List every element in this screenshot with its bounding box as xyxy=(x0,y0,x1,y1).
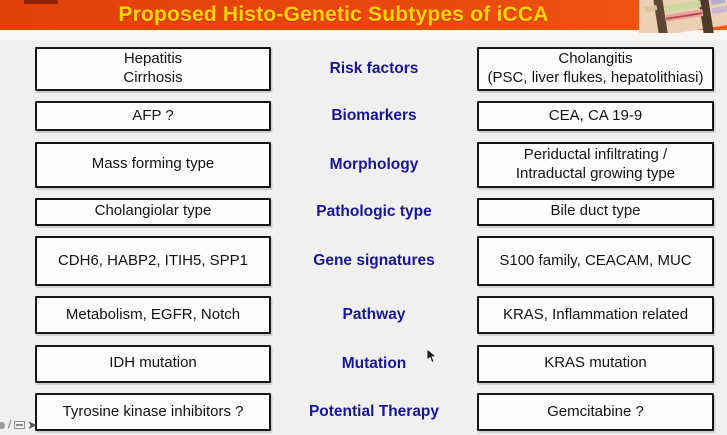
hcc-like-subtype-cell: Cholangiolar type xyxy=(35,197,271,226)
menu-icon[interactable] xyxy=(14,421,26,429)
bile-duct-subtype-cell: S100 family, CEACAM, MUC xyxy=(477,236,714,287)
hcc-like-subtype-cell: Hepatitis Cirrhosis xyxy=(35,47,271,91)
bile-duct-subtype-cell: Periductal infiltrating / Intraductal gr… xyxy=(477,141,714,188)
title-underline-strip xyxy=(0,30,727,40)
title-bar: Proposed Histo-Genetic Subtypes of iCCA xyxy=(0,0,727,30)
hcc-like-subtype-cell: AFP ? xyxy=(35,101,271,132)
hcc-like-subtype-cell: Metabolism, EGFR, Notch xyxy=(35,296,271,335)
table-row: CDH6, HABP2, ITIH5, SPP1 Gene signatures… xyxy=(35,236,714,287)
category-label: Pathway xyxy=(342,306,406,324)
pen-tip-icon[interactable] xyxy=(0,421,5,429)
hcc-like-subtype-cell: Tyrosine kinase inhibitors ? xyxy=(35,392,271,431)
mouse-cursor xyxy=(426,348,438,369)
subtype-comparison-table: Hepatitis Cirrhosis Risk factors Cholang… xyxy=(0,30,727,435)
forward-arrow-icon[interactable]: ➤ xyxy=(27,418,38,432)
table-row: Tyrosine kinase inhibitors ? Potential T… xyxy=(35,392,714,431)
bile-duct-subtype-cell: Cholangitis (PSC, liver flukes, hepatoli… xyxy=(477,47,714,91)
table-row: Metabolism, EGFR, Notch Pathway KRAS, In… xyxy=(35,296,714,335)
table-row: Hepatitis Cirrhosis Risk factors Cholang… xyxy=(35,47,714,91)
presenter-toolbar: / ➤ xyxy=(0,418,37,432)
table-row: IDH mutation Mutation KRAS mutation xyxy=(35,344,714,383)
category-label: Gene signatures xyxy=(313,252,435,270)
bile-duct-subtype-cell: KRAS, Inflammation related xyxy=(477,296,714,335)
title-bar-notch xyxy=(24,0,58,4)
table-row: Mass forming type Morphology Periductal … xyxy=(35,141,714,188)
category-label: Pathologic type xyxy=(316,202,432,220)
bile-duct-subtype-cell: Gemcitabine ? xyxy=(477,392,714,431)
bile-duct-subtype-cell: Bile duct type xyxy=(477,197,714,226)
category-label: Mutation xyxy=(341,354,407,372)
slide-title: Proposed Histo-Genetic Subtypes of iCCA xyxy=(118,3,549,26)
table-row: Cholangiolar type Pathologic type Bile d… xyxy=(35,197,714,226)
genomic-karyotype-image xyxy=(639,0,727,33)
hcc-like-subtype-cell: Mass forming type xyxy=(35,141,271,188)
hcc-like-subtype-cell: IDH mutation xyxy=(35,344,271,383)
category-label: Morphology xyxy=(329,155,419,173)
hcc-like-subtype-cell: CDH6, HABP2, ITIH5, SPP1 xyxy=(35,236,271,287)
bile-duct-subtype-cell: KRAS mutation xyxy=(477,344,714,383)
category-label: Potential Therapy xyxy=(308,402,440,420)
bile-duct-subtype-cell: CEA, CA 19-9 xyxy=(477,101,714,132)
pen-icon[interactable]: / xyxy=(7,419,12,431)
table-row: AFP ? Biomarkers CEA, CA 19-9 xyxy=(35,101,714,132)
category-label: Biomarkers xyxy=(331,107,417,125)
category-label: Risk factors xyxy=(329,60,419,77)
